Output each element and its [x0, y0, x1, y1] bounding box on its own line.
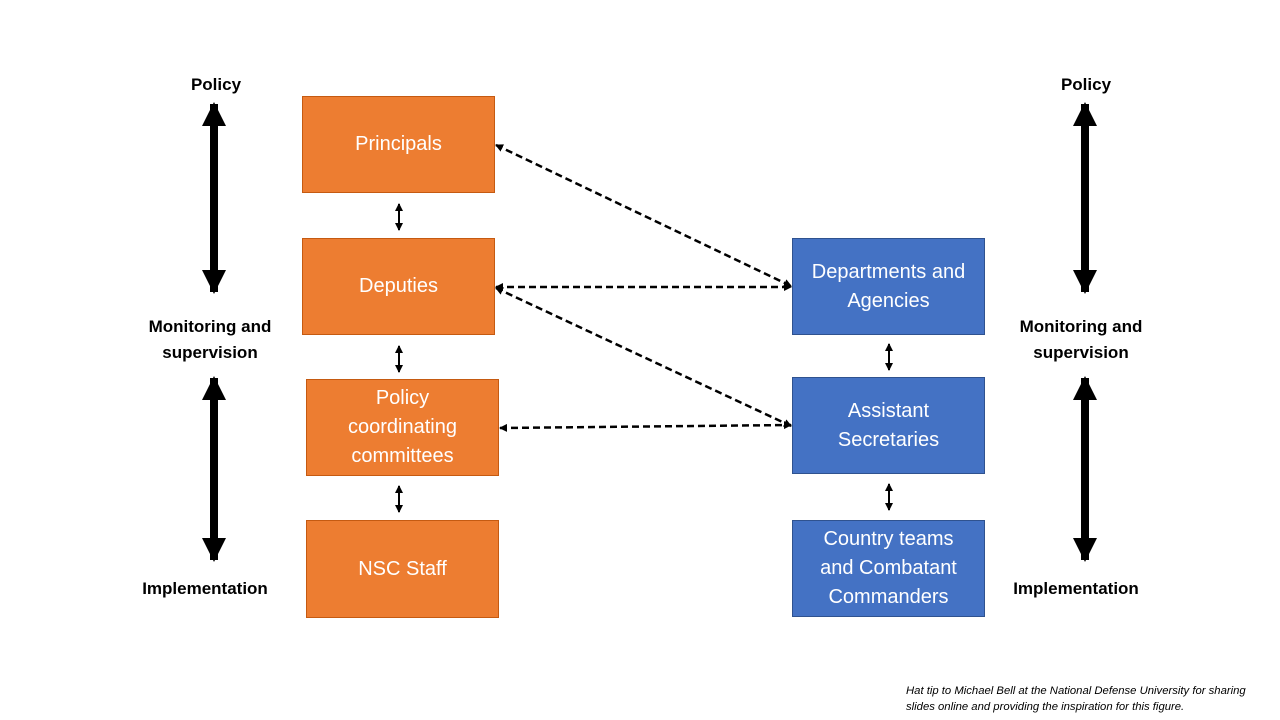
left-implementation-label: Implementation — [142, 579, 268, 598]
principals-departments-dashed — [495, 143, 792, 288]
country-teams-box: Country teams and Combatant Commanders — [792, 520, 985, 617]
right-monitoring-label: Monitoring and supervision — [1019, 317, 1143, 362]
committees-assistants-dashed — [499, 421, 792, 432]
deputies-assistants-dashed — [495, 286, 792, 428]
deputies-box: Deputies — [302, 238, 495, 335]
nsc-staff-box: NSC Staff — [306, 520, 499, 618]
policy-coordinating-committees-box: Policy coordinating committees — [306, 379, 499, 476]
left-policy-label: Policy — [190, 75, 242, 94]
departments-agencies-box: Departments and Agencies — [792, 238, 985, 335]
right-implementation-label: Implementation — [1013, 579, 1139, 598]
principals-box: Principals — [302, 96, 495, 193]
assistant-secretaries-box: Assistant Secretaries — [792, 377, 985, 474]
left-monitoring-label: Monitoring and supervision — [148, 317, 272, 362]
footnote-credit: Hat tip to Michael Bell at the National … — [906, 685, 1246, 713]
right-policy-label: Policy — [1060, 75, 1112, 94]
